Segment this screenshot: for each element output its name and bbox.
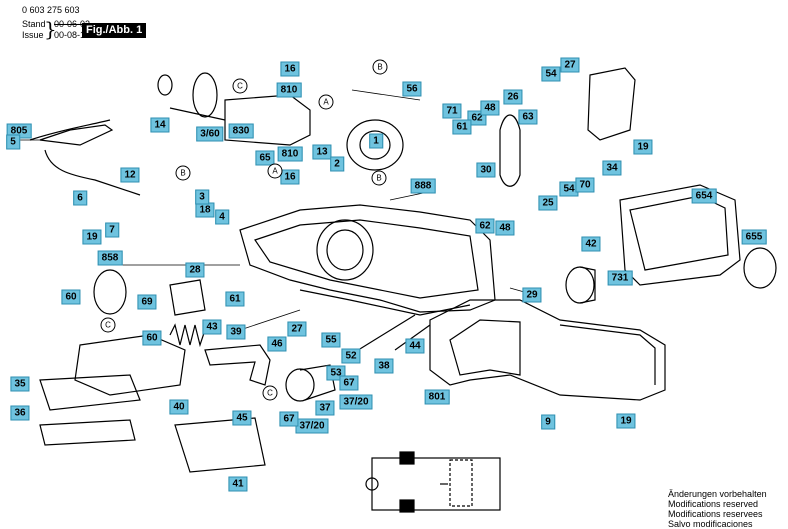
callout-label: 801 [424, 389, 450, 405]
callout-label: 28 [185, 262, 205, 278]
issue-label: Issue [22, 30, 44, 40]
callout-label: 18 [195, 202, 215, 218]
callout-label: 3/60 [196, 126, 224, 142]
callout-label: 54 [541, 66, 561, 82]
callout-label: 38 [374, 358, 394, 374]
callout-label: 29 [522, 287, 542, 303]
issue-date: 00-08-14 [54, 30, 91, 40]
callout-label: 9 [541, 414, 555, 430]
part-number: 0 603 275 603 [22, 5, 80, 15]
callout-label: 43 [202, 319, 222, 335]
callout-label: 34 [602, 160, 622, 176]
callout-label: 61 [225, 291, 245, 307]
callout-label: 60 [61, 289, 81, 305]
callout-label: 2 [330, 156, 344, 172]
callout-label: 36 [10, 405, 30, 421]
connector-ring-label: B [372, 59, 388, 75]
stand-label: Stand [22, 19, 46, 29]
callout-label: 731 [607, 270, 633, 286]
callout-label: 69 [137, 294, 157, 310]
callout-label: 27 [287, 321, 307, 337]
callout-label: 67 [279, 411, 299, 427]
callout-label: 655 [741, 229, 767, 245]
stand-date: 00-06-02 [54, 19, 91, 29]
callout-label: 19 [82, 229, 102, 245]
figure-tag: Fig./Abb. 1 [82, 23, 147, 38]
callout-label: 4 [215, 209, 229, 225]
callout-label: 37/20 [295, 418, 329, 434]
connector-ring-label: C [232, 78, 248, 94]
callout-label: 55 [321, 332, 341, 348]
callout-label: 40 [169, 399, 189, 415]
callout-label: 13 [312, 144, 332, 160]
callout-label: 810 [276, 82, 302, 98]
brace-glyph: } [44, 17, 57, 41]
connector-ring-label: B [371, 170, 387, 186]
note-line: Salvo modificaciones [668, 519, 753, 529]
callout-label: 27 [560, 57, 580, 73]
callout-label: 6 [73, 190, 87, 206]
callout-label: 654 [691, 188, 717, 204]
callout-label: 41 [228, 476, 248, 492]
callout-label: 44 [405, 338, 425, 354]
callout-label: 61 [452, 119, 472, 135]
callout-label: 16 [280, 169, 300, 185]
callout-label: 35 [10, 376, 30, 392]
callout-label: 65 [255, 150, 275, 166]
connector-ring-label: C [262, 385, 278, 401]
callout-label: 67 [339, 375, 359, 391]
note-line: Modifications reservees [668, 509, 763, 519]
callout-label: 26 [503, 89, 523, 105]
connector-ring-label: B [175, 165, 191, 181]
callout-label: 45 [232, 410, 252, 426]
callout-label: 25 [538, 195, 558, 211]
callout-label: 858 [97, 250, 123, 266]
callout-label: 830 [228, 123, 254, 139]
callout-label: 63 [518, 109, 538, 125]
note-line: Änderungen vorbehalten [668, 489, 767, 499]
callout-label: 52 [341, 348, 361, 364]
callout-label: 42 [581, 236, 601, 252]
callout-label: 1 [369, 133, 383, 149]
callout-label: 7 [105, 222, 119, 238]
callout-label: 56 [402, 81, 422, 97]
connector-ring-label: A [267, 163, 283, 179]
callout-label: 810 [277, 146, 303, 162]
callout-label: 62 [475, 218, 495, 234]
callout-label: 70 [575, 177, 595, 193]
callout-label: 39 [226, 324, 246, 340]
notes-block: Änderungen vorbehalten Modifications res… [668, 489, 767, 529]
callout-label: 37/20 [339, 394, 373, 410]
callout-label: 19 [633, 139, 653, 155]
callout-label: 3 [195, 189, 209, 205]
callout-label: 30 [476, 162, 496, 178]
callout-label: 16 [280, 61, 300, 77]
note-line: Modifications reserved [668, 499, 759, 509]
callout-label: 60 [142, 330, 162, 346]
callout-label: 48 [495, 220, 515, 236]
callout-label: 5 [6, 134, 20, 150]
callout-label: 46 [267, 336, 287, 352]
callout-label: 54 [559, 181, 579, 197]
callout-label: 48 [480, 100, 500, 116]
callout-label: 888 [410, 178, 436, 194]
callout-label: 71 [442, 103, 462, 119]
callout-label: 37 [315, 400, 335, 416]
connector-ring-label: C [100, 317, 116, 333]
callout-label: 12 [120, 167, 140, 183]
connector-ring-label: A [318, 94, 334, 110]
callout-label: 14 [150, 117, 170, 133]
callout-label: 19 [616, 413, 636, 429]
